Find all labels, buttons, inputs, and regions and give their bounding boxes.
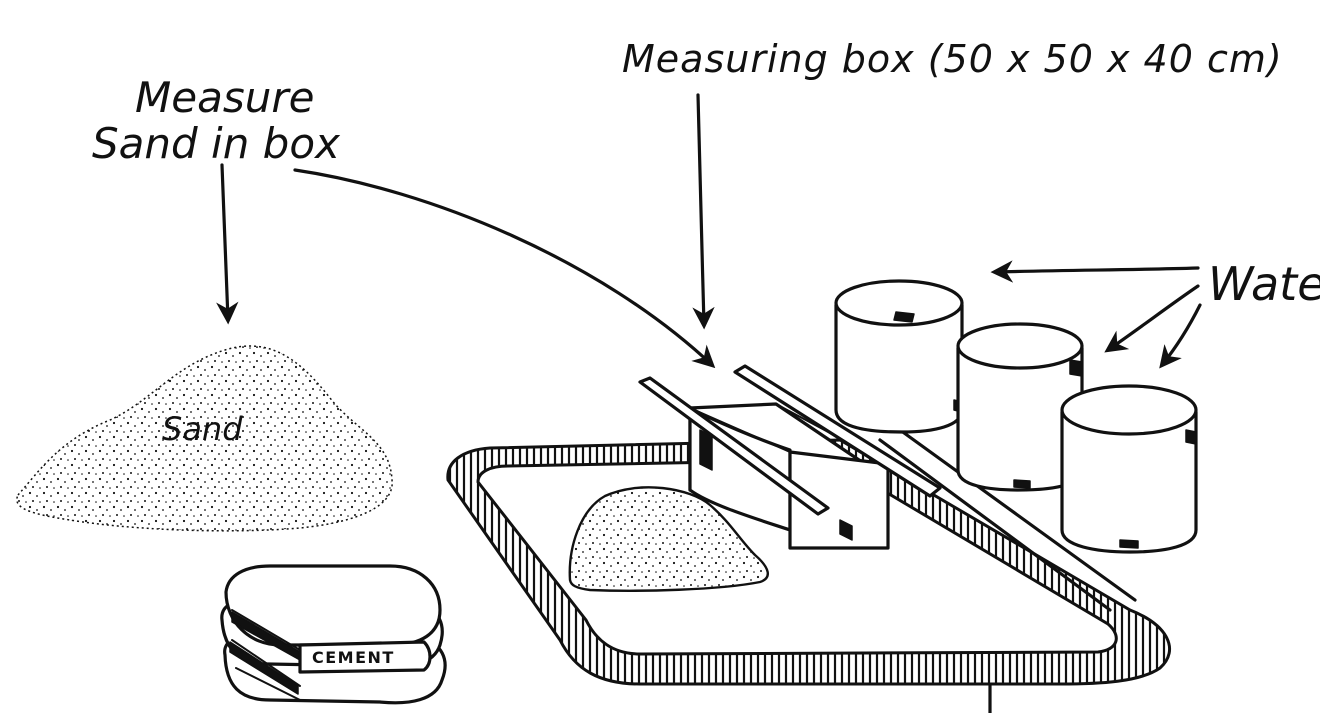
sand-pile: Sand bbox=[17, 346, 392, 531]
arrow-water-3 bbox=[1162, 305, 1200, 365]
arrow-water-1 bbox=[995, 268, 1198, 272]
water-drum-1 bbox=[836, 281, 962, 432]
label-water: Water bbox=[1208, 257, 1320, 311]
water-drum-3 bbox=[1062, 386, 1196, 552]
label-measure: Measure bbox=[135, 73, 314, 122]
arrow-water-2 bbox=[1108, 286, 1198, 350]
cement-bags: CEMENT bbox=[222, 566, 445, 703]
arrow-measuring-box bbox=[698, 95, 704, 325]
label-cement: CEMENT bbox=[312, 648, 395, 667]
label-sand: Sand bbox=[162, 410, 243, 448]
label-sand-in-box: Sand in box bbox=[92, 119, 341, 168]
label-measuring-box: Measuring box (50 x 50 x 40 cm) bbox=[622, 37, 1283, 81]
arrow-sand-in-box-to-box bbox=[295, 170, 712, 365]
arrow-measure-to-sand bbox=[222, 165, 228, 320]
